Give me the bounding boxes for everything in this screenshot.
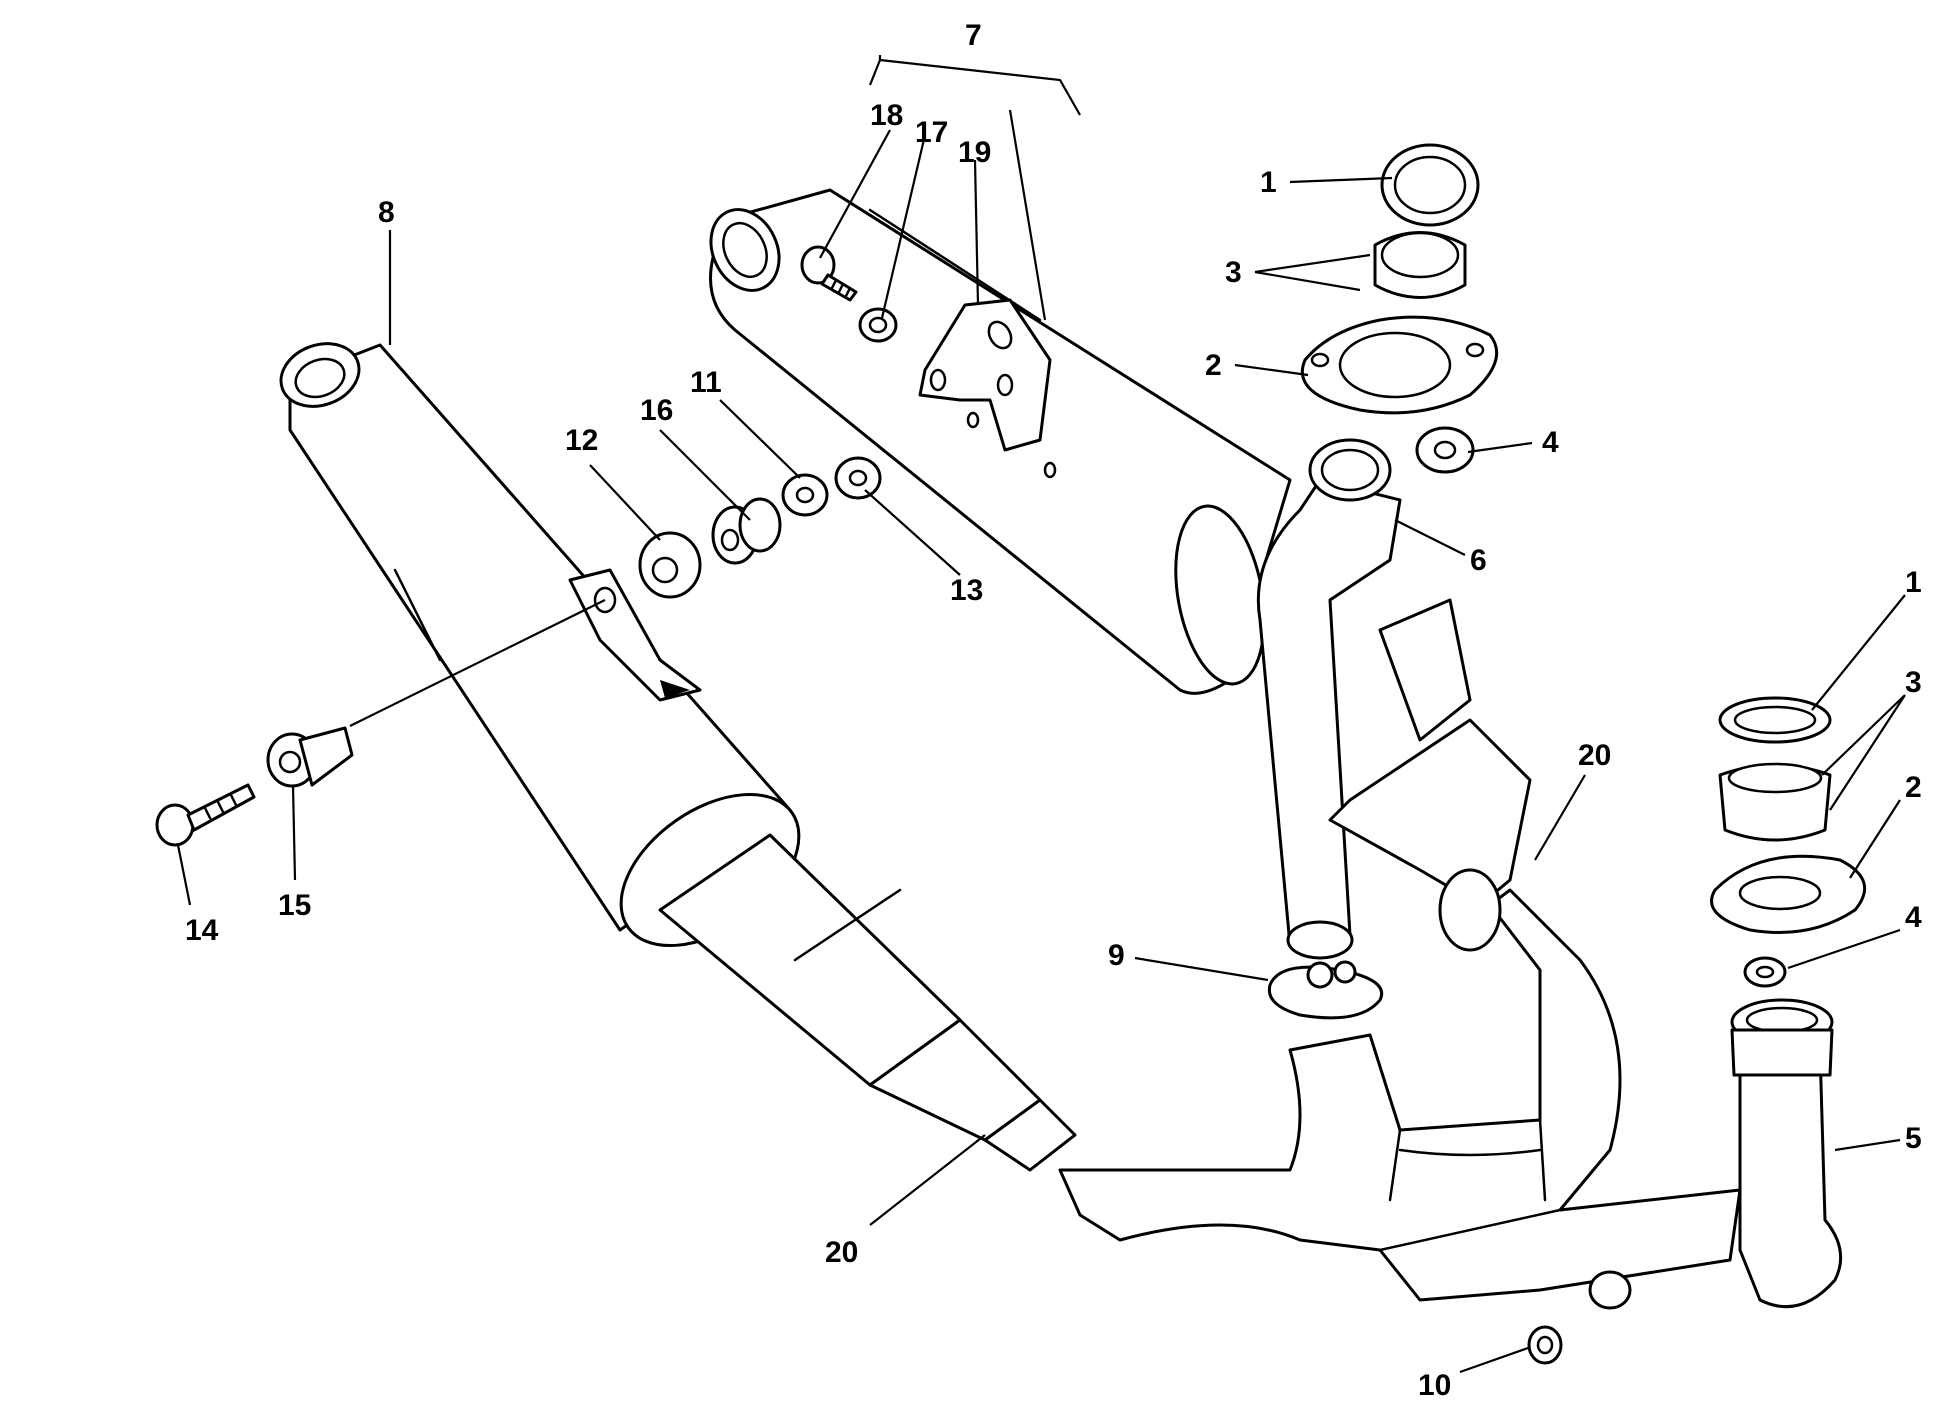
- leader-lines: [176, 55, 1906, 1374]
- callout-1-upper: 1: [1260, 166, 1277, 199]
- callout-2-upper: 2: [1205, 349, 1222, 382]
- callout-5: 5: [1905, 1122, 1922, 1155]
- callout-9: 9: [1108, 939, 1125, 972]
- callout-6: 6: [1470, 544, 1487, 577]
- callout-20-left: 20: [825, 1236, 858, 1269]
- lower-gasket-stack: [1710, 696, 1866, 988]
- mounting-bracket: [918, 298, 1057, 479]
- callout-10: 10: [1418, 1369, 1451, 1402]
- callout-3-lower: 3: [1905, 666, 1922, 699]
- mount-stack: [638, 456, 882, 599]
- callout-19: 19: [958, 136, 991, 169]
- bolt-18: [800, 245, 858, 302]
- callout-14: 14: [185, 914, 219, 947]
- spacer-15: [266, 726, 354, 788]
- callout-18: 18: [870, 99, 903, 132]
- callout-4-upper: 4: [1542, 426, 1559, 459]
- plug-10: [1527, 1325, 1563, 1365]
- callout-20-right: 20: [1578, 739, 1611, 772]
- callout-17: 17: [915, 116, 948, 149]
- lower-muffler: [279, 342, 1077, 1172]
- callout-11: 11: [690, 366, 722, 399]
- callout-labels: 1 3 2 4 6 7 8 18 17 19 12 16 11 13 14 15…: [185, 19, 1922, 1402]
- front-header-pipe: [1730, 998, 1843, 1309]
- rear-header-pipe: [1256, 438, 1402, 960]
- collector-pipes: [1058, 598, 1742, 1310]
- callout-7: 7: [965, 19, 982, 52]
- callout-13: 13: [950, 574, 983, 607]
- callout-2-lower: 2: [1905, 771, 1922, 804]
- callout-12: 12: [565, 424, 598, 457]
- callout-16: 16: [640, 394, 673, 427]
- callout-8: 8: [378, 196, 395, 229]
- callout-1-lower: 1: [1905, 566, 1922, 599]
- callout-15: 15: [278, 889, 311, 922]
- upper-muffler: [709, 188, 1292, 695]
- clamp-9: [1267, 960, 1383, 1020]
- washer-17: [858, 307, 898, 343]
- upper-gasket-stack: [1300, 143, 1499, 474]
- callout-4-lower: 4: [1905, 901, 1922, 934]
- callout-3-upper: 3: [1225, 256, 1242, 289]
- bolt-14: [155, 783, 256, 847]
